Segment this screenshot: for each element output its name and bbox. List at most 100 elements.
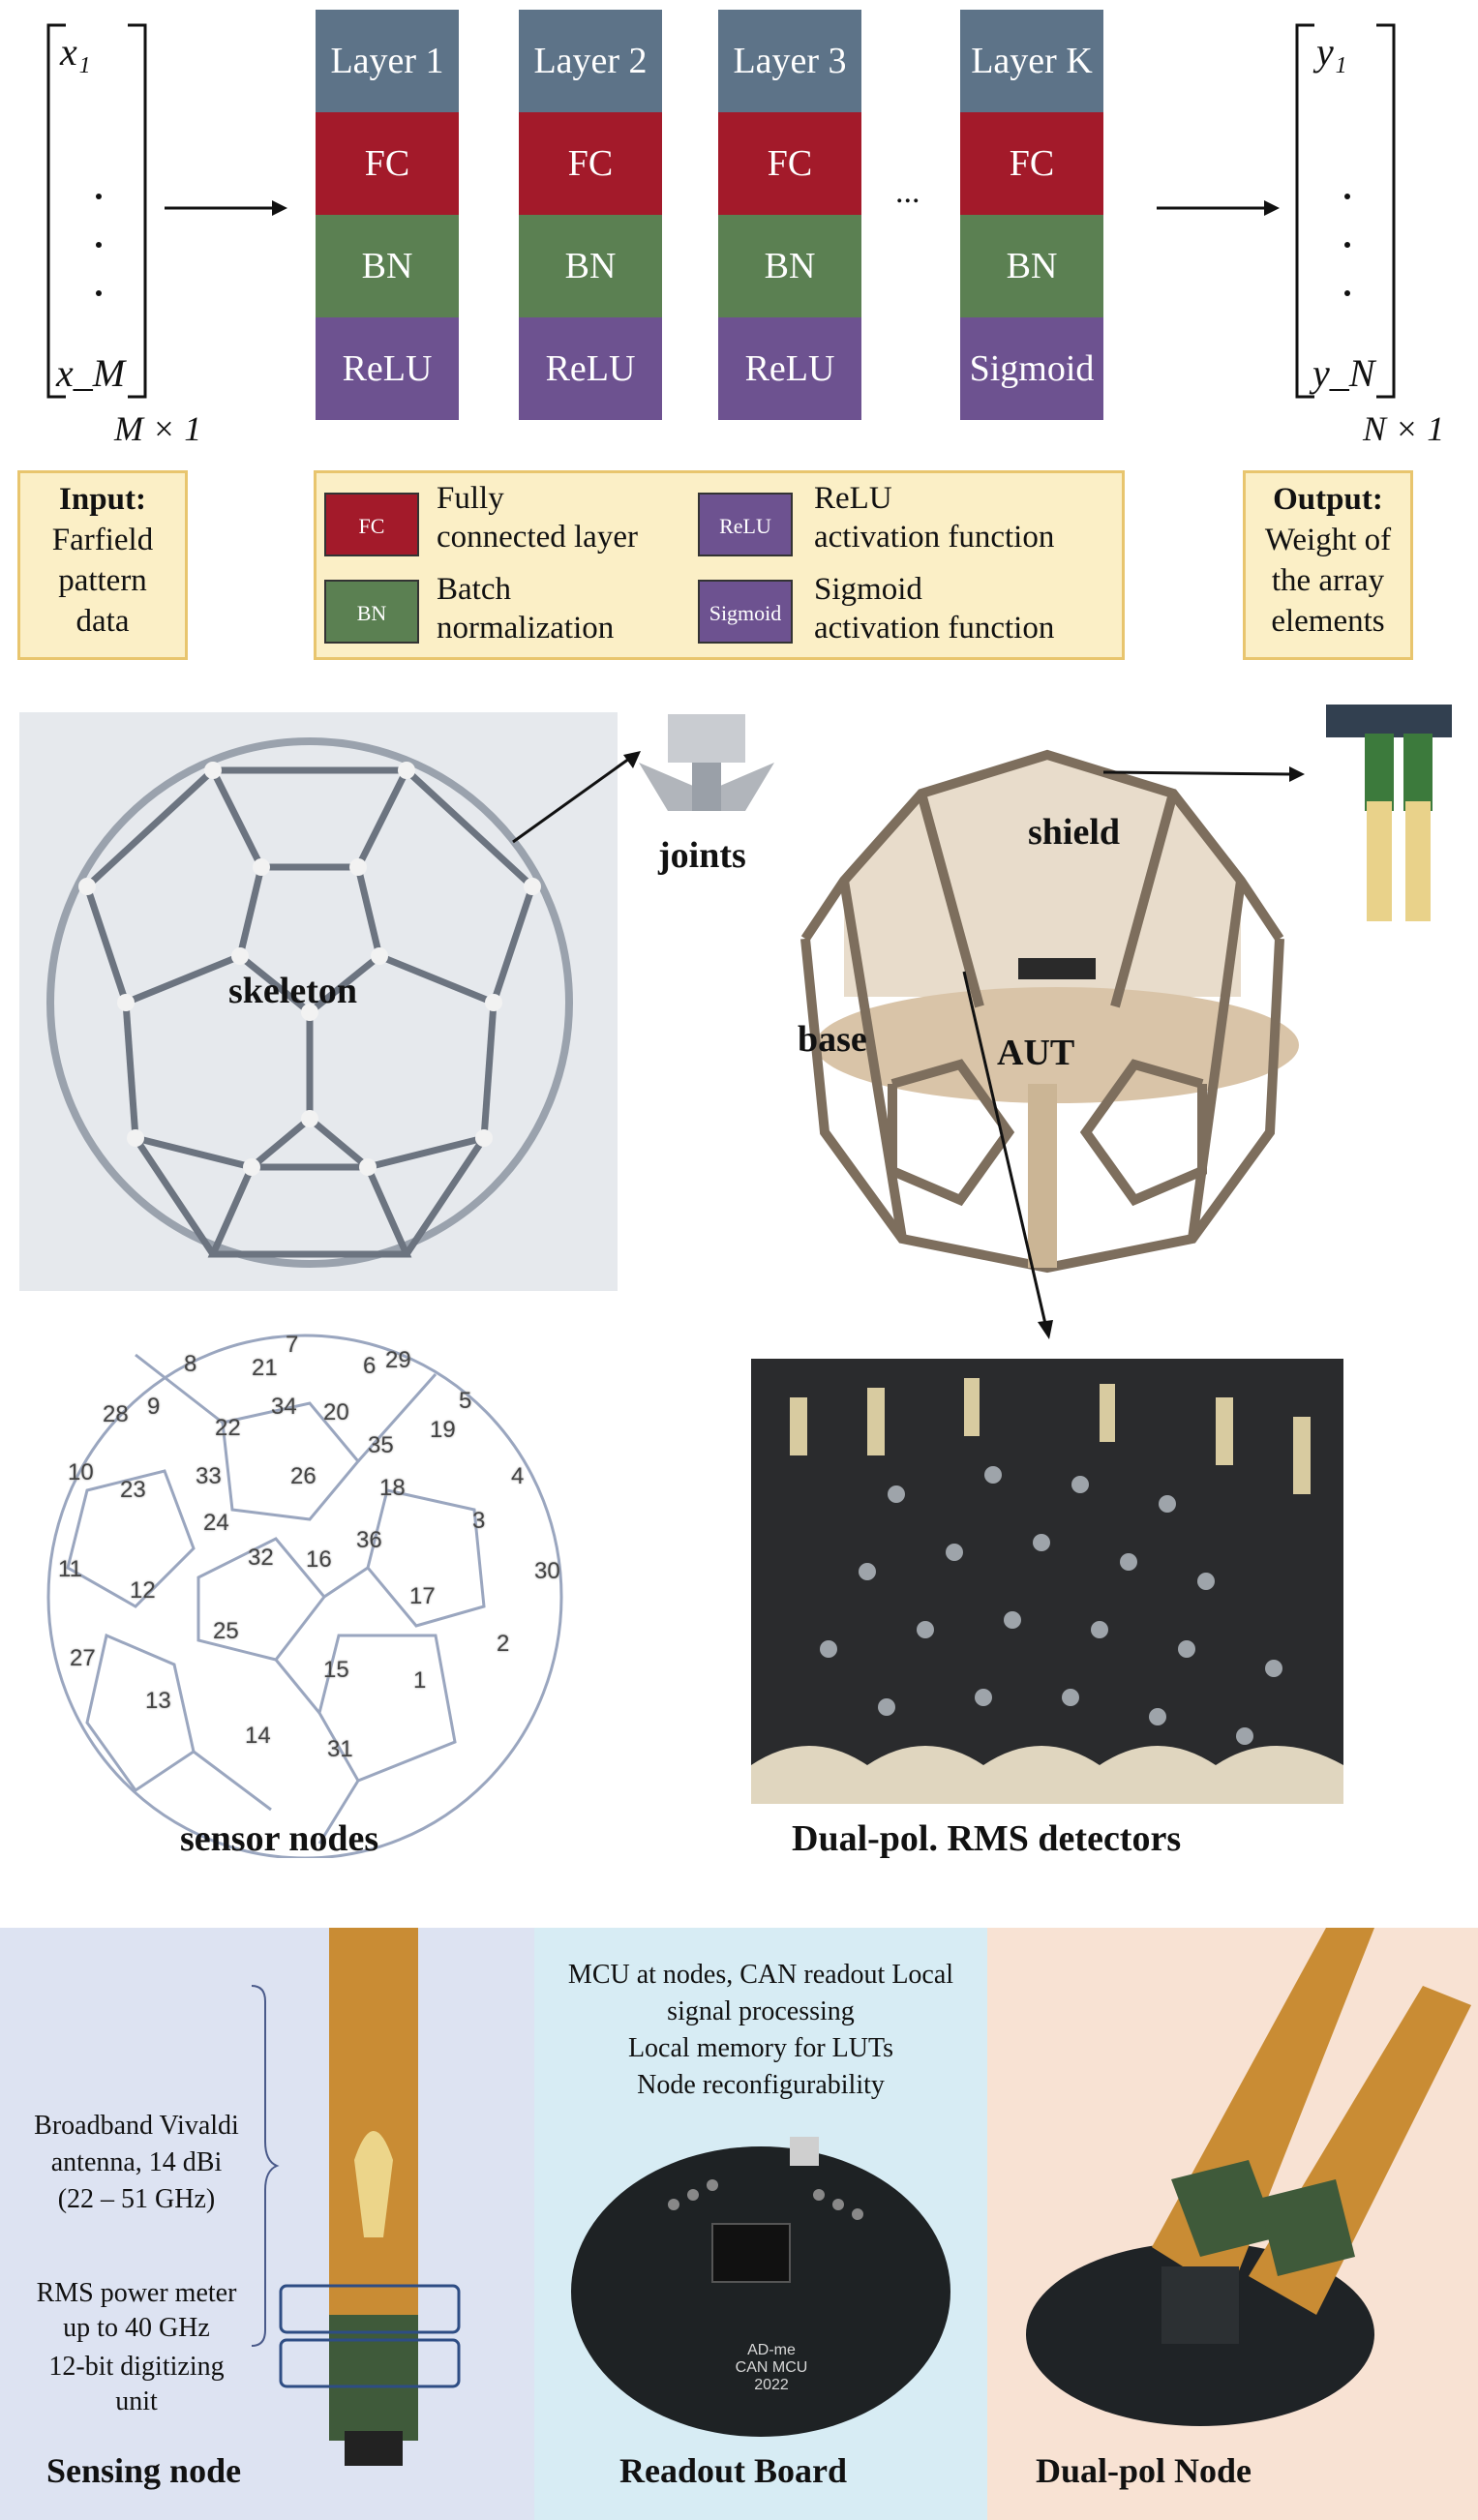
node-26: 26 (290, 1463, 317, 1489)
digitizer-text: 12-bit digitizing unit (15, 2350, 257, 2419)
silkscreen-line: CAN MCU (735, 2359, 808, 2376)
output-note: Output: Weight of the array elements (1243, 470, 1413, 660)
node-22: 22 (215, 1415, 241, 1441)
node-13: 13 (145, 1688, 171, 1714)
digitizer-line: 12-bit digitizing (48, 2352, 225, 2382)
node-2: 2 (497, 1631, 510, 1657)
node-6: 6 (363, 1353, 377, 1379)
node-7: 7 (286, 1332, 299, 1358)
rms-detectors-arrow (962, 971, 1053, 1339)
layer-ellipsis: ... (895, 174, 920, 210)
legend-fc-line: Fully (437, 481, 504, 516)
output-note-line: elements (1271, 604, 1385, 639)
output-note-line: the array (1271, 563, 1385, 598)
node-33: 33 (196, 1463, 222, 1489)
node-27: 27 (70, 1645, 96, 1671)
node-5: 5 (459, 1388, 472, 1414)
rms-line: RMS power meter (36, 2278, 237, 2308)
layer-label: Layer K (960, 10, 1103, 112)
node-35: 35 (368, 1432, 394, 1458)
rms-text: RMS power meter up to 40 GHz (15, 2276, 257, 2346)
readout-board-title: Readout Board (619, 2451, 848, 2490)
rms-detectors-label: Dual-pol. RMS detectors (792, 1818, 1182, 1859)
readout-board-pcb (571, 2137, 950, 2437)
rms-line: up to 40 GHz (63, 2313, 210, 2343)
output-vector-bottom: y_N (1312, 351, 1375, 395)
antenna-line: antenna, 14 dBi (50, 2147, 223, 2177)
antenna-line: (22 – 51 GHz) (57, 2184, 216, 2214)
bn-block: BN (718, 215, 861, 317)
readout-board-panel: MCU at nodes, CAN readout Local signal p… (534, 1928, 987, 2520)
output-arrow (1157, 200, 1280, 216)
node-29: 29 (385, 1347, 411, 1373)
input-note-line: Farfield (51, 523, 154, 557)
legend-relu-swatch: ReLU (698, 493, 793, 556)
fc-block: FC (519, 112, 662, 215)
activation-block: ReLU (316, 317, 459, 420)
node-30: 30 (534, 1558, 560, 1584)
activation-block: Sigmoid (960, 317, 1103, 420)
joints-image (629, 705, 784, 830)
input-vector-bracket (46, 23, 147, 399)
legend-relu-line: activation function (814, 520, 1055, 555)
node-16: 16 (306, 1546, 332, 1573)
joints-label: joints (658, 835, 746, 876)
output-vector-bracket (1295, 23, 1396, 399)
legend-bn-line: normalization (437, 611, 615, 645)
dome-photo: shield base AUT (786, 716, 1309, 1289)
node-12: 12 (130, 1577, 156, 1604)
node-15: 15 (323, 1657, 349, 1683)
readout-line: Local memory for LUTs (627, 2033, 894, 2063)
base-label: base (798, 1019, 867, 1060)
node-1: 1 (413, 1667, 427, 1694)
node-18: 18 (379, 1475, 406, 1501)
antenna-line: Broadband Vivaldi (34, 2111, 239, 2141)
antenna-brace (251, 1985, 280, 2347)
node-25: 25 (213, 1618, 239, 1644)
node-14: 14 (245, 1723, 271, 1749)
detector-photo (1316, 705, 1462, 927)
input-note: Input: Farfield pattern data (17, 470, 188, 660)
aut-label: AUT (997, 1033, 1075, 1073)
rms-detectors-illustration (751, 1359, 1343, 1804)
rms-detectors-photo (751, 1359, 1343, 1804)
readout-line: MCU at nodes, CAN readout Local (567, 1960, 954, 1990)
skeleton-render: skeleton (19, 712, 618, 1291)
fc-block: FC (960, 112, 1103, 215)
input-vector-top: x₁ (60, 30, 91, 74)
readout-line: Node reconfigurability (637, 2070, 885, 2100)
readout-text: MCU at nodes, CAN readout Local signal p… (534, 1957, 987, 2104)
node-24: 24 (203, 1510, 229, 1536)
node-19: 19 (430, 1417, 456, 1443)
silkscreen-line: AD-me (747, 2342, 796, 2358)
sensing-node-pcb (329, 1928, 418, 2466)
bn-block: BN (960, 215, 1103, 317)
legend-fc-swatch: FC (324, 493, 419, 556)
legend-sigmoid-line: activation function (814, 611, 1055, 645)
legend-fc-text: Fully connected layer (437, 479, 638, 556)
legend-relu-line: ReLU (814, 481, 892, 516)
activation-block: ReLU (519, 317, 662, 420)
activation-block: ReLU (718, 317, 861, 420)
node-4: 4 (511, 1463, 525, 1489)
detector-arrow (1102, 766, 1305, 782)
legend-relu-text: ReLU activation function (814, 479, 1054, 556)
sensor-nodes-diagram: 1 2 3 4 5 6 7 8 9 10 11 12 13 14 15 16 1… (29, 1316, 571, 1858)
legend-sigmoid-text: Sigmoid activation function (814, 570, 1054, 647)
legend-sigmoid-line: Sigmoid (814, 572, 922, 607)
antenna-text: Broadband Vivaldi antenna, 14 dBi (22 – … (15, 2108, 257, 2218)
legend-bn-line: Batch (437, 572, 511, 607)
node-3: 3 (472, 1508, 486, 1534)
node-23: 23 (120, 1477, 146, 1503)
node-8: 8 (184, 1351, 197, 1377)
joints-arrow (512, 751, 641, 844)
readout-line: signal processing (667, 1996, 855, 2026)
node-34: 34 (271, 1394, 297, 1420)
input-note-line: data (75, 604, 130, 639)
output-note-line: Weight of (1264, 523, 1392, 557)
fc-block: FC (718, 112, 861, 215)
legend-sigmoid-swatch: Sigmoid (698, 580, 793, 644)
node-32: 32 (248, 1545, 274, 1571)
input-note-line: pattern (58, 563, 147, 598)
legend-fc-line: connected layer (437, 520, 638, 555)
